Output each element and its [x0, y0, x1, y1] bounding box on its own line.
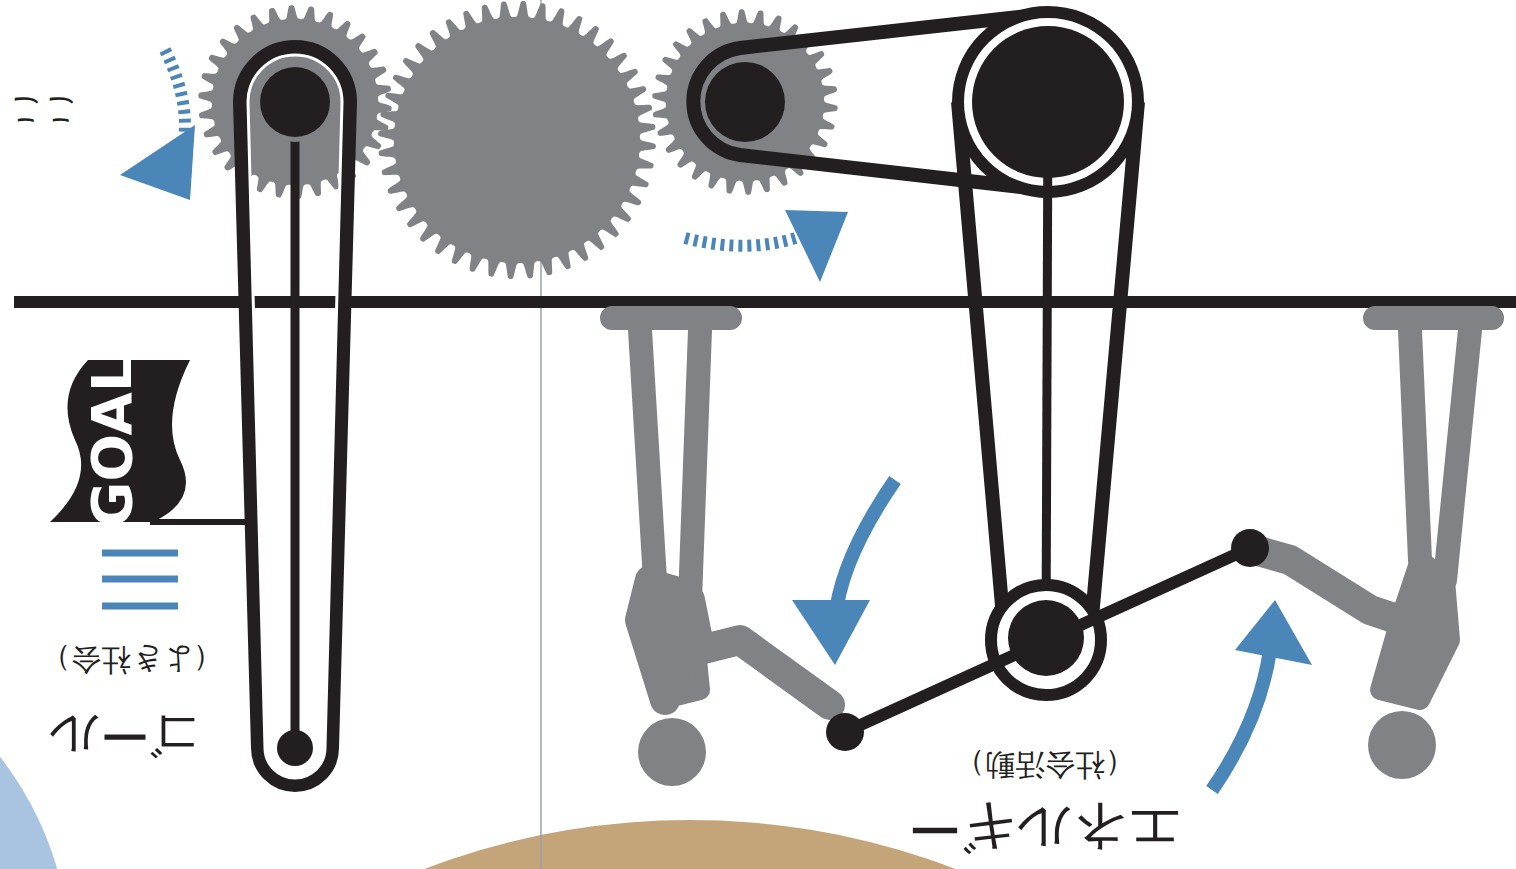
- flag-label: GOAL: [84, 356, 140, 527]
- gear: [378, 1, 656, 279]
- partial-label: ここ: [7, 95, 77, 129]
- people: [612, 318, 1492, 786]
- goal-label: ゴール: [49, 710, 201, 760]
- energy-label: エネルギー: [908, 801, 1182, 855]
- goal-sub-label: （よき社会）: [41, 645, 223, 675]
- goal-flag: [50, 360, 250, 522]
- motion-arrows: [102, 50, 1312, 790]
- mechanism: [240, 12, 1269, 785]
- energy-sub-label: （社会活動）: [955, 750, 1135, 780]
